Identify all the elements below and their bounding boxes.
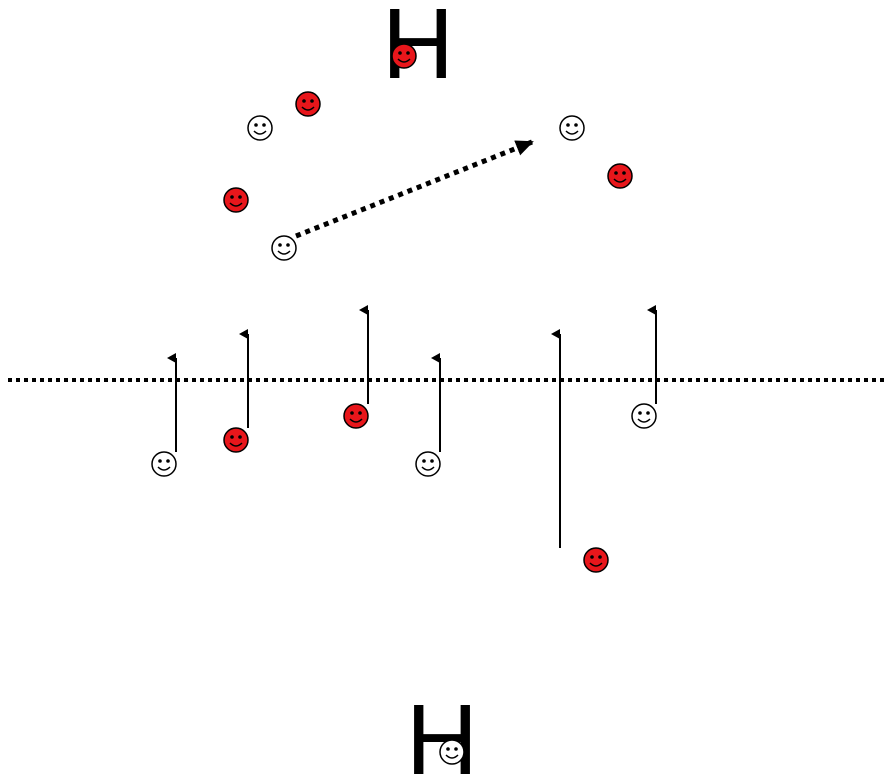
red-player-icon xyxy=(583,547,609,573)
white-player-icon xyxy=(631,403,657,429)
white-player-icon xyxy=(415,451,441,477)
red-player-icon xyxy=(607,163,633,189)
red-player-icon xyxy=(223,187,249,213)
red-player-icon xyxy=(343,403,369,429)
goal-bottom: H xyxy=(406,684,478,774)
white-player-icon xyxy=(151,451,177,477)
red-player-icon xyxy=(391,43,417,69)
goal-top: H xyxy=(382,0,454,100)
red-player-icon xyxy=(223,427,249,453)
white-player-icon xyxy=(559,115,585,141)
dotted-pass-arrow xyxy=(295,139,534,239)
white-player-icon xyxy=(271,235,297,261)
white-player-icon xyxy=(439,739,465,765)
red-player-icon xyxy=(295,91,321,117)
white-player-icon xyxy=(247,115,273,141)
